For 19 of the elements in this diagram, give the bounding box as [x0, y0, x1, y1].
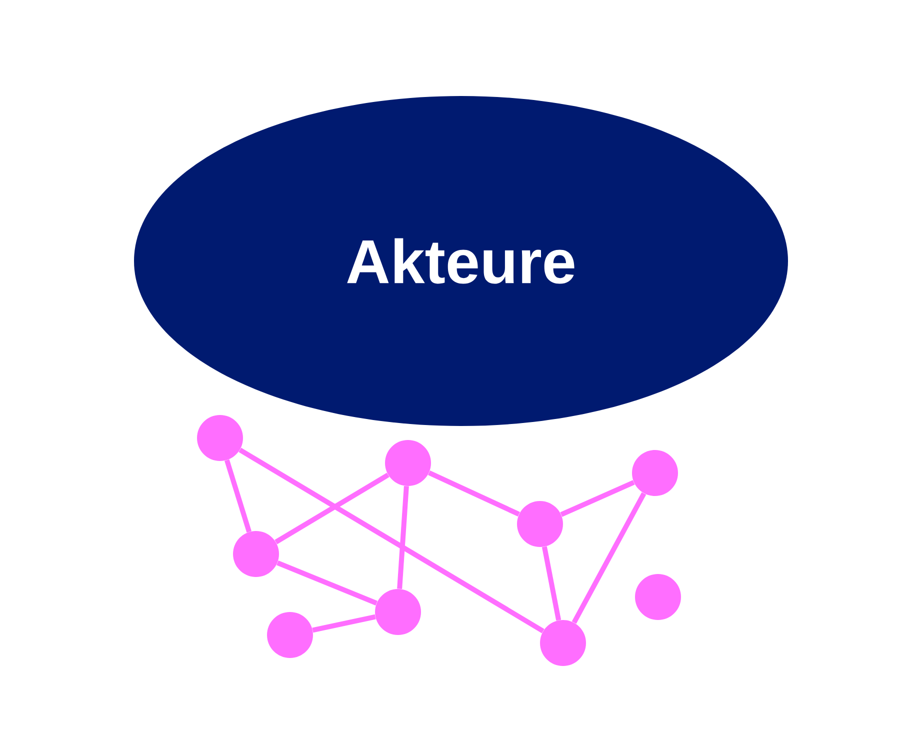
connector-line [224, 459, 252, 533]
network-dot [375, 588, 421, 635]
connector-line [312, 614, 376, 633]
network-dot [267, 612, 313, 658]
network-dot [233, 530, 279, 577]
connector-line [397, 486, 409, 589]
connector-line [274, 472, 390, 544]
network-dot [632, 450, 678, 496]
connector-line [542, 546, 562, 621]
network-dot [635, 574, 681, 620]
network-dot [540, 620, 586, 666]
network-dot [197, 415, 243, 461]
connector-line [572, 492, 646, 624]
connector-line [276, 560, 378, 606]
connector-line [238, 448, 544, 634]
connector-line [560, 480, 635, 517]
connector-line [428, 470, 520, 517]
network-dot [517, 500, 563, 547]
network-dot [385, 440, 431, 486]
